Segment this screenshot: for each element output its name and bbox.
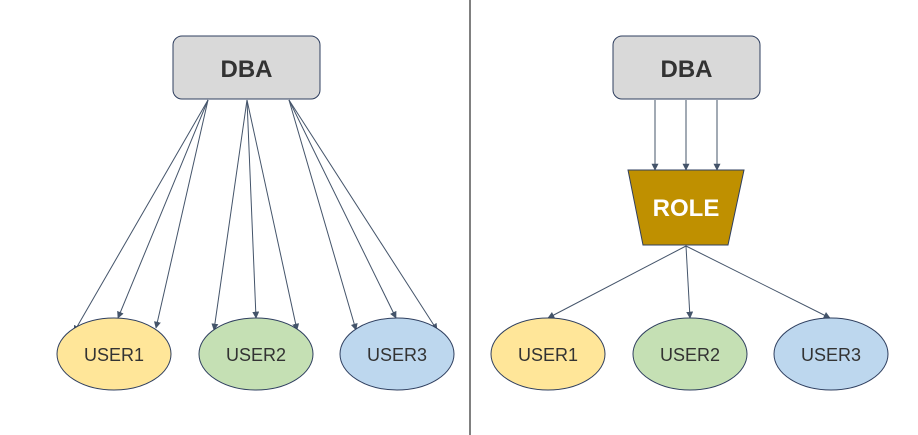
- grant-arrow: [288, 99, 438, 331]
- user2-node: [198, 317, 314, 391]
- grant-arrow: [246, 99, 260, 319]
- grant-arrow: [288, 99, 397, 319]
- user2-label: USER2: [660, 345, 720, 365]
- dba-to-role-arrows: [651, 100, 721, 171]
- user1-node: [490, 317, 606, 391]
- role-arrow: [685, 245, 831, 319]
- left-grant-arrows: [73, 99, 438, 333]
- right-panel: DBA ROLE USER1 USER2 USER3: [490, 35, 889, 391]
- dba-label: DBA: [661, 56, 713, 83]
- grant-arrow: [211, 99, 248, 331]
- user1-label: USER1: [518, 345, 578, 365]
- grant-arrow: [288, 99, 358, 331]
- role-label: ROLE: [653, 195, 720, 222]
- left-panel: DBA USER1 USER2 USER3: [56, 35, 455, 391]
- dba-label: DBA: [221, 56, 273, 83]
- dba-node: [172, 35, 321, 100]
- grant-arrow: [117, 99, 209, 319]
- user3-label: USER3: [367, 345, 427, 365]
- grant-arrow: [153, 99, 209, 329]
- user1-node: [56, 317, 172, 391]
- grant-arrow: [246, 99, 300, 331]
- dba-node: [612, 35, 761, 100]
- user1-label: USER1: [84, 345, 144, 365]
- user3-node: [339, 317, 455, 391]
- role-arrow: [547, 245, 687, 319]
- user3-label: USER3: [801, 345, 861, 365]
- role-node: [627, 169, 745, 246]
- user2-node: [632, 317, 748, 391]
- user3-node: [773, 317, 889, 391]
- role-arrow: [685, 245, 694, 319]
- role-to-user-arrows: [547, 245, 831, 319]
- grant-arrow: [73, 99, 209, 333]
- user2-label: USER2: [226, 345, 286, 365]
